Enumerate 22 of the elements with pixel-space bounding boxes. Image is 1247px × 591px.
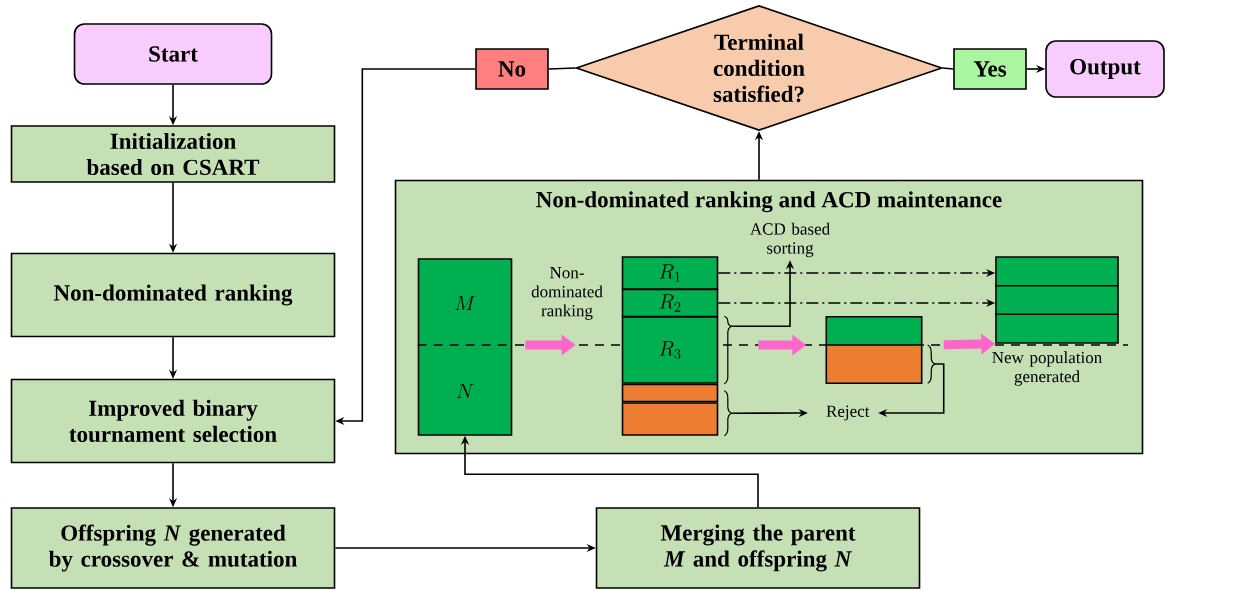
connector-line (941, 67, 954, 70)
process-box: Improved binary tournament selection (10, 378, 336, 464)
population-box (994, 256, 1120, 344)
output-box: Output (1045, 40, 1165, 98)
population-box: $M$ $N$ (416, 258, 514, 436)
rejected-cell (621, 383, 719, 403)
connector-line (548, 67, 577, 70)
process-box: Initialization based on CSART (10, 125, 336, 183)
rank-cell: $R_2$ (621, 288, 719, 318)
start-box: Start (73, 23, 273, 85)
annotation-text: ACD based sorting (750, 222, 830, 258)
sorted-box (825, 316, 923, 384)
process-box: Non-dominated ranking (10, 252, 336, 338)
edge-label: Non- dominated ranking (531, 267, 603, 320)
process-box: Merging the parent M and offspring N (595, 507, 921, 589)
annotation-text: Reject (826, 405, 870, 421)
yes-box: Yes (953, 48, 1027, 90)
caption-text: New population generated (992, 351, 1102, 386)
process-box: Offspring N generated by crossover & mutation (10, 507, 336, 589)
no-box: No (475, 48, 549, 90)
rejected-cell (621, 402, 719, 436)
rank-cell: $R_1$ (621, 256, 719, 290)
